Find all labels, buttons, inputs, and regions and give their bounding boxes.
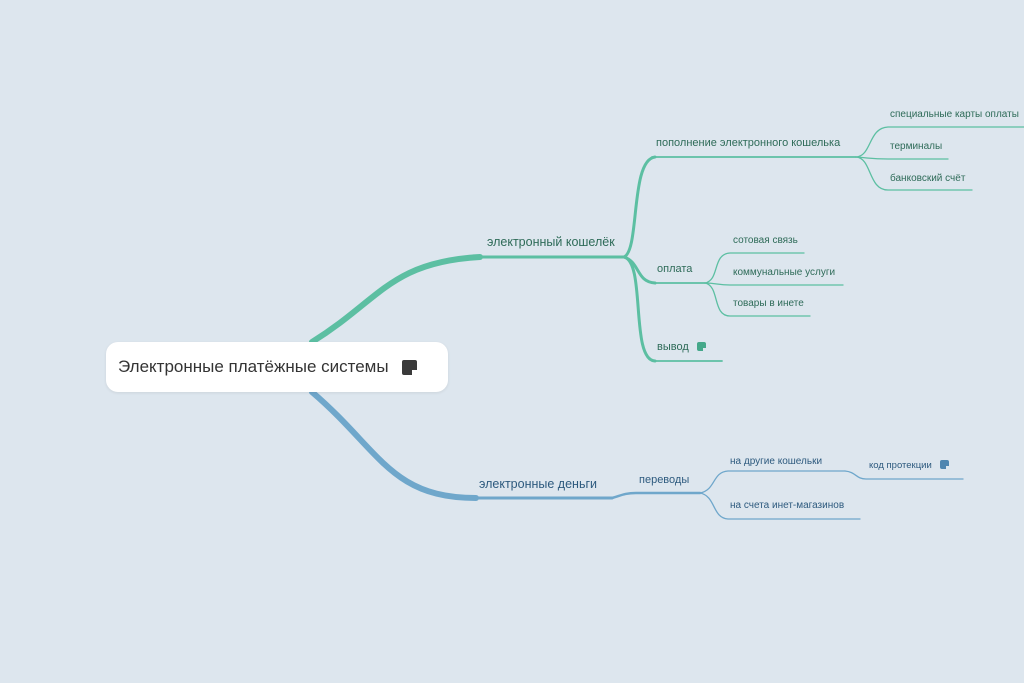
node-protection-code[interactable]: код протекции: [869, 459, 949, 472]
root-node[interactable]: Электронные платёжные системы: [106, 342, 448, 392]
connector-wallet-withdraw: [622, 255, 657, 363]
node-online-goods[interactable]: товары в инете: [733, 297, 804, 310]
note-icon[interactable]: [939, 460, 949, 469]
node-utilities[interactable]: коммунальные услуги: [733, 266, 835, 279]
node-payment-label: оплата: [657, 263, 693, 275]
node-terminals-label: терминалы: [890, 141, 943, 152]
connector-wallet-topup: [622, 155, 657, 259]
node-electronic-money-label: электронные деньги: [479, 477, 598, 491]
node-transfers-label: переводы: [639, 474, 690, 486]
connector-payment-goods: [704, 282, 811, 317]
node-other-wallets-label: на другие кошельки: [730, 456, 823, 467]
note-icon[interactable]: [401, 359, 417, 375]
connector-payment-cell: [704, 252, 805, 284]
node-special-cards[interactable]: специальные карты оплаты: [890, 108, 1019, 121]
node-online-goods-label: товары в инете: [733, 298, 804, 309]
connector-transfers-wallets: [699, 470, 846, 494]
node-electronic-money[interactable]: электронные деньги: [479, 477, 597, 492]
root-node-label: Электронные платёжные системы: [118, 357, 389, 376]
node-wallet-topup-label: пополнение электронного кошелька: [656, 137, 841, 149]
node-electronic-wallet[interactable]: электронный кошелёк: [487, 235, 615, 250]
connector-topup-bank: [855, 156, 973, 191]
node-other-wallets[interactable]: на другие кошельки: [730, 455, 822, 468]
node-cellular[interactable]: сотовая связь: [733, 234, 798, 247]
node-bank-account-label: банковский счёт: [890, 173, 966, 184]
node-cellular-label: сотовая связь: [733, 235, 798, 246]
node-shop-accounts[interactable]: на счета инет-магазинов: [730, 499, 844, 512]
connector-transfers-shops: [699, 492, 861, 520]
connector-root-emoney: [309, 389, 479, 501]
node-withdraw-label: вывод: [657, 341, 689, 353]
node-bank-account[interactable]: банковский счёт: [890, 172, 965, 185]
note-icon[interactable]: [696, 342, 706, 351]
connector-root-wallet: [309, 254, 483, 345]
connector-topup-terminals: [855, 156, 949, 160]
node-special-cards-label: специальные карты оплаты: [890, 109, 1019, 120]
node-shop-accounts-label: на счета инет-магазинов: [730, 500, 845, 511]
connector-emoney-transfers: [610, 491, 702, 500]
node-terminals[interactable]: терминалы: [890, 140, 942, 153]
connector-wallets-code: [844, 470, 964, 480]
node-utilities-label: коммунальные услуги: [733, 267, 836, 278]
node-payment[interactable]: оплата: [657, 263, 692, 276]
connector-topup-cards: [855, 126, 1024, 158]
node-electronic-wallet-label: электронный кошелёк: [487, 235, 615, 249]
node-wallet-topup[interactable]: пополнение электронного кошелька: [656, 137, 840, 150]
node-protection-code-label: код протекции: [869, 460, 932, 471]
node-withdraw[interactable]: вывод: [657, 341, 706, 354]
node-transfers[interactable]: переводы: [639, 474, 689, 487]
connector-payment-utilities: [704, 282, 844, 286]
